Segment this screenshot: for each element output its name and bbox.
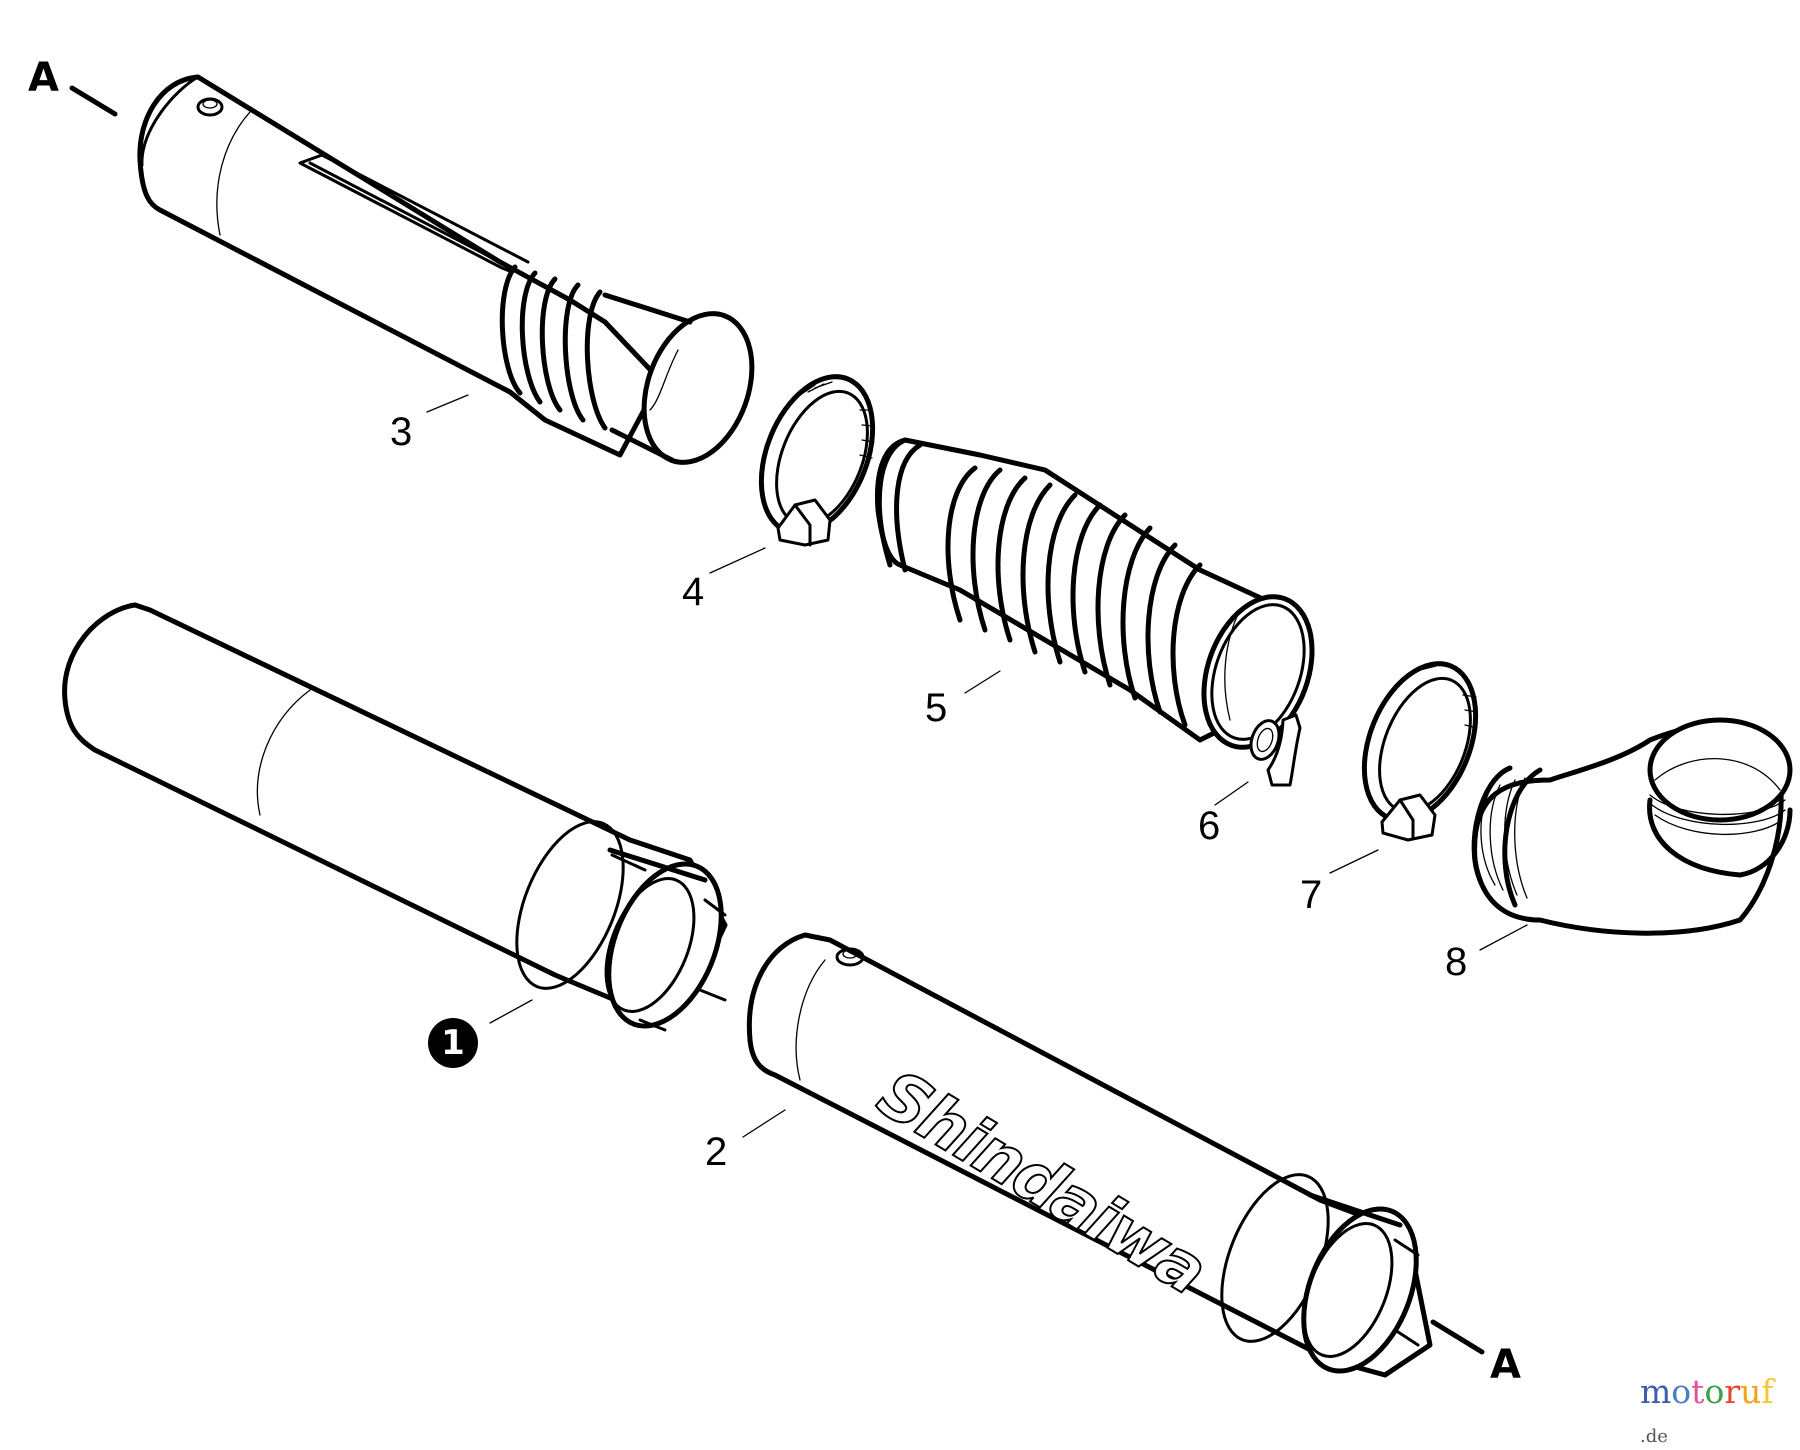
callout-3: 3 [390, 410, 413, 454]
part-6-clip [1249, 713, 1302, 787]
part-2-tube [746, 932, 1433, 1378]
watermark-letter: m [1640, 1372, 1672, 1411]
part-3-tube [137, 74, 755, 465]
leader-3 [426, 394, 469, 413]
part-5-bellows [874, 437, 1315, 750]
watermark-letter: o [1704, 1372, 1725, 1411]
leader-8 [1479, 924, 1528, 951]
reference-mark-a-bottom: A [1490, 1342, 1521, 1388]
callout-4: 4 [682, 570, 705, 614]
leader-5 [964, 670, 1001, 694]
watermark-letter: o [1671, 1372, 1692, 1411]
reference-mark-a-top: A [28, 55, 59, 101]
callout-7: 7 [1300, 873, 1323, 917]
watermark-suffix: .de [1640, 1426, 1668, 1447]
part-7-clamp [1361, 661, 1479, 842]
leader-6 [1214, 781, 1249, 806]
callout-6: 6 [1198, 804, 1221, 848]
watermark-letter: u [1740, 1372, 1762, 1411]
leader-2 [742, 1109, 786, 1138]
watermark-letter: r [1724, 1372, 1741, 1411]
part-4-clamp [758, 374, 876, 547]
callout-5: 5 [925, 686, 948, 730]
watermark-letter: t [1691, 1372, 1705, 1411]
callout-8: 8 [1445, 940, 1468, 984]
callout-2: 2 [705, 1130, 728, 1174]
leader-7 [1329, 849, 1379, 874]
part-1-tube [62, 602, 728, 1032]
leader-1 [489, 999, 533, 1024]
watermark-letter: f [1761, 1372, 1774, 1411]
callout-1-badge: 1 [428, 1018, 478, 1068]
ref-line-bottom [1430, 1319, 1485, 1355]
ref-line-top [69, 85, 118, 117]
parts-diagram [62, 74, 1793, 1378]
watermark-motoruf: motoruf .de [1640, 1372, 1800, 1450]
part-8-elbow [1471, 717, 1793, 936]
leader-4 [709, 547, 766, 574]
